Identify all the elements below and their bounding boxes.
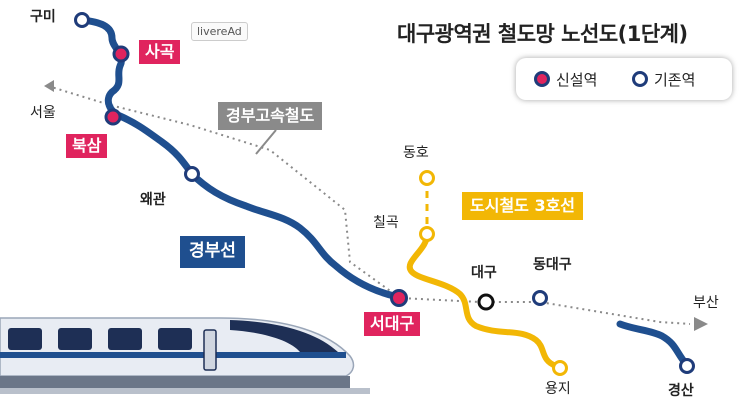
metro3-line <box>406 231 559 369</box>
station-yongji-marker[interactable] <box>552 360 568 376</box>
label-daegu: 대구 <box>471 265 497 281</box>
train-illustration <box>0 317 370 394</box>
station-waegwan-marker[interactable] <box>184 166 200 182</box>
new-station-legend-icon <box>534 71 550 87</box>
label-waegwan: 왜관 <box>140 192 166 208</box>
station-daegu-marker[interactable] <box>477 293 495 311</box>
label-yongji: 용지 <box>545 381 571 397</box>
badge-sagok: 사곡 <box>139 40 181 65</box>
label-chilgok: 칠곡 <box>373 215 399 231</box>
label-dongdaegu: 동대구 <box>533 257 572 273</box>
badge-metro3-line: 도시철도 3호선 <box>462 192 584 221</box>
ad-label[interactable]: livereAd <box>191 22 248 41</box>
legend-new-station-label: 신설역 <box>556 71 598 89</box>
label-dongho: 동호 <box>403 145 429 161</box>
legend-existing-station-label: 기존역 <box>654 71 696 89</box>
station-dongho-marker[interactable] <box>419 170 435 186</box>
badge-seodaegu: 서대구 <box>364 312 421 337</box>
station-gyeongsan-marker[interactable] <box>679 358 695 374</box>
badge-gyeongbu-line: 경부선 <box>180 236 245 268</box>
station-dongdaegu-marker[interactable] <box>532 290 548 306</box>
label-busan: 부산 <box>693 295 719 311</box>
gyeongbu-line-east <box>616 320 690 368</box>
label-gumi: 구미 <box>30 9 56 25</box>
station-sagok-marker[interactable] <box>112 45 130 63</box>
badge-ktx-line: 경부고속철도 <box>218 102 323 131</box>
ktx-line <box>47 85 691 325</box>
label-seoul: 서울 <box>30 105 56 121</box>
station-gumi-marker[interactable] <box>74 12 90 28</box>
badge-buksam: 북삼 <box>66 134 108 159</box>
label-gyeongsan: 경산 <box>668 383 694 399</box>
legend: 신설역 기존역 <box>516 58 732 100</box>
station-chilgok-marker[interactable] <box>419 226 435 242</box>
map-title: 대구광역권 철도망 노선도(1단계) <box>397 22 688 46</box>
station-seodaegu-marker[interactable] <box>390 289 408 307</box>
station-buksam-marker[interactable] <box>104 108 122 126</box>
ktx-arrow-west <box>44 80 54 92</box>
existing-station-legend-icon <box>632 71 648 87</box>
ktx-arrow-east <box>694 317 708 331</box>
ktx-callout-leader <box>255 129 277 155</box>
